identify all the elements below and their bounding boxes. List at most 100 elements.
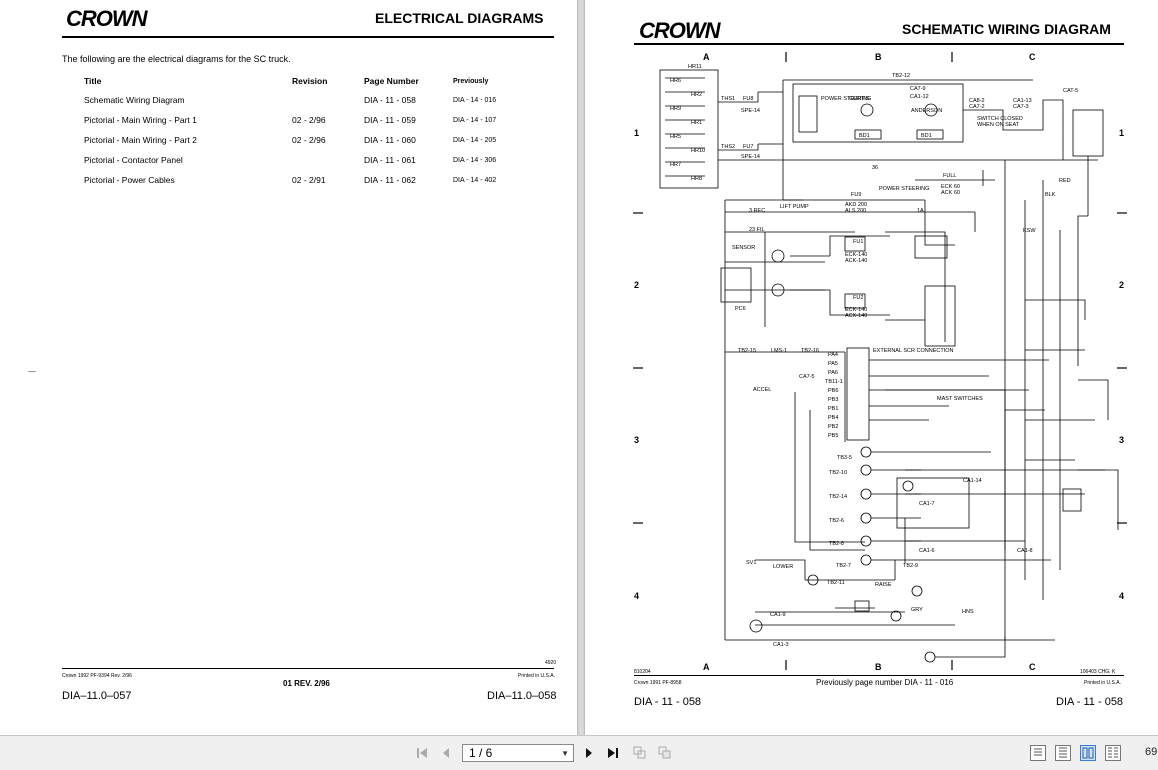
label-lift-pump: LIFT PUMP — [780, 204, 809, 210]
grid-col-b-bottom: B — [875, 662, 882, 672]
next-page-button[interactable] — [581, 745, 597, 761]
label-mast-switches: MAST SWITCHES — [937, 396, 983, 402]
zoom-level[interactable]: 69 — [1145, 746, 1158, 758]
label-ca19: CA1-9 — [770, 612, 786, 618]
row-revision: 02 - 2/96 — [292, 115, 326, 125]
label-tb212: TB2-12 — [892, 73, 910, 79]
header-rule — [634, 43, 1124, 45]
previous-page-button[interactable] — [438, 745, 454, 761]
label-ca82: CA8-2 — [969, 98, 985, 104]
label-red: RED — [1059, 178, 1071, 184]
first-page-button[interactable] — [414, 745, 430, 761]
label-ack140-a: ACK-140 — [845, 258, 867, 264]
row-previously: DIA - 14 - 306 — [453, 156, 497, 164]
scan-mark — [28, 371, 36, 372]
label-sensor: SENSOR — [732, 245, 755, 251]
label-tb26: TB2-6 — [829, 518, 844, 524]
two-page-continuous-icon — [1108, 747, 1118, 758]
grid-col-b: B — [875, 52, 882, 62]
label-fu1: FU1 — [853, 239, 863, 245]
footer-page-right: DIA - 11 - 058 — [1056, 696, 1124, 708]
label-ca113: CA1-13 — [1013, 98, 1032, 104]
label-tb29: TB2-9 — [903, 563, 918, 569]
two-page-view-button[interactable] — [1080, 745, 1096, 761]
form-code: 4920 — [545, 660, 557, 666]
label-eck140-b: ECK-140 — [845, 307, 867, 313]
label-tb211: TB2-11 — [827, 580, 845, 586]
label-bd1-b: BD1 — [921, 133, 932, 139]
go-back-view-button[interactable] — [632, 745, 648, 761]
label-ack60: ACK 60 — [941, 190, 960, 196]
go-forward-view-button[interactable] — [657, 745, 673, 761]
label-tb215: TB2-15 — [738, 348, 756, 354]
intro-text: The following are the electrical diagram… — [62, 54, 291, 64]
row-revision: 02 - 2/91 — [292, 175, 326, 185]
label-when-on-seat: WHEN ON SEAT — [977, 122, 1020, 128]
label-blk: BLK — [1045, 192, 1056, 198]
row-previously: DIA - 14 - 205 — [453, 136, 497, 144]
column-header-page-number: Page Number — [364, 76, 419, 86]
grid-row-4-right: 4 — [1119, 591, 1124, 601]
document-page-right: CROWN SCHEMATIC WIRING DIAGRAM A B C A B… — [585, 0, 1158, 735]
row-page-number: DIA - 11 - 061 — [364, 155, 416, 165]
chevron-down-icon: ▼ — [561, 749, 569, 758]
label-hr7: HR7 — [670, 162, 681, 168]
grid-row-3-right: 3 — [1119, 435, 1124, 445]
label-bd1-a: BD1 — [859, 133, 870, 139]
single-page-view-button[interactable] — [1030, 745, 1046, 761]
label-pb6: PB6 — [828, 388, 838, 394]
continuous-page-icon — [1059, 747, 1067, 758]
page-title: SCHEMATIC WIRING DIAGRAM — [902, 21, 1111, 37]
header-rule — [62, 36, 554, 38]
two-page-icon — [1082, 747, 1094, 759]
label-tb214: TB2-14 — [829, 494, 847, 500]
label-ack140-b: ACK-140 — [845, 313, 867, 319]
label-sv1: SV1 — [746, 560, 756, 566]
column-header-title: Title — [84, 76, 102, 86]
label-raise: RAISE — [875, 582, 892, 588]
back-view-icon — [633, 746, 646, 759]
table-row: Pictorial - Main Wiring - Part 1 02 - 2/… — [84, 115, 523, 135]
continuous-view-button[interactable] — [1055, 745, 1071, 761]
label-pb5: PB5 — [828, 433, 838, 439]
label-36: 36 — [872, 165, 878, 171]
grid-row-2-right: 2 — [1119, 280, 1124, 290]
label-tb216: TB2-16 — [801, 348, 819, 354]
grid-col-a: A — [703, 52, 710, 62]
label-tb27: TB2-7 — [836, 563, 851, 569]
printed-text: Printed in U.S.A. — [518, 673, 555, 679]
row-revision — [292, 155, 364, 175]
label-hr11: HR11 — [688, 64, 702, 70]
label-ths1: THS1 — [721, 96, 735, 102]
row-previously: DIA - 14 - 016 — [453, 96, 497, 104]
previous-page-note: Previously page number DIA - 11 - 016 — [816, 678, 954, 687]
label-eck140-a: ECK-140 — [845, 252, 867, 258]
label-spe14-a: SPE-14 — [741, 108, 760, 114]
label-ca73: CA7-3 — [1013, 104, 1029, 110]
table-row: Pictorial - Power Cables 02 - 2/91 DIA -… — [84, 175, 523, 195]
label-3-rec: 3 REC — [749, 208, 765, 214]
label-als200: ALS 200 — [845, 208, 866, 214]
label-gry: GRY — [911, 607, 923, 613]
label-pb2: PB2 — [828, 424, 838, 430]
grid-col-c-bottom: C — [1029, 662, 1036, 672]
last-page-icon — [608, 748, 618, 758]
last-page-button[interactable] — [605, 745, 621, 761]
label-pa6: PA6 — [828, 370, 838, 376]
label-power-steering-unit: POWER STEERING — [821, 96, 871, 102]
table-header-row: Title Revision Page Number Previously — [84, 76, 523, 95]
label-pc6: PC6 — [735, 306, 746, 312]
revision-text: 01 REV. 2/96 — [283, 679, 330, 688]
copyright-text: Crown 1992 PF-9394 Rev. 2/96 — [62, 673, 132, 679]
row-page-number: DIA - 11 - 060 — [364, 135, 416, 145]
label-ksw: KSW — [1023, 228, 1036, 234]
diagram-index-table: Title Revision Page Number Previously Sc… — [84, 76, 523, 195]
page-number-select[interactable]: 1 / 6 ▼ — [462, 744, 574, 762]
grid-row-1: 1 — [634, 128, 639, 138]
schematic-wiring-diagram: A B C A B C 1 2 3 4 1 2 3 4 — [633, 52, 1127, 672]
first-page-icon — [417, 748, 427, 758]
two-page-continuous-view-button[interactable] — [1105, 745, 1121, 761]
label-ca79: CA7-9 — [910, 86, 926, 92]
footer-rule — [634, 675, 1124, 676]
label-ths2: THS2 — [721, 144, 735, 150]
